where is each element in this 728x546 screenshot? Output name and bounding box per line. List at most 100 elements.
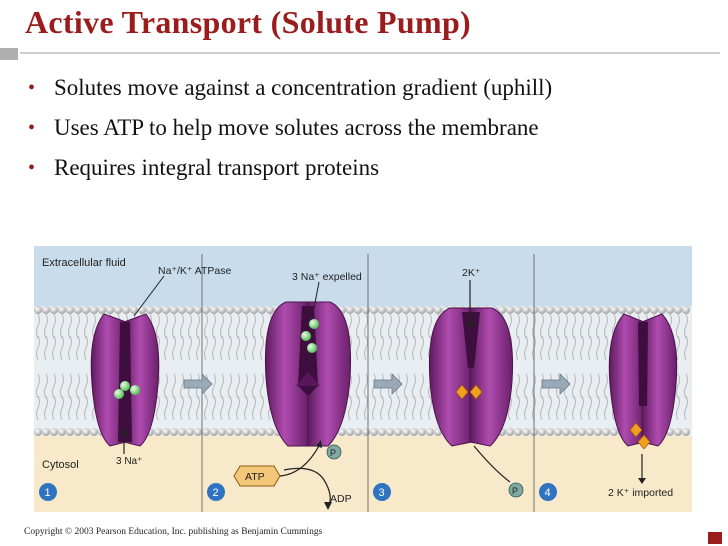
lipid-head [258,428,266,436]
lipid-head [146,306,154,314]
potassium-ion [629,422,643,438]
lipid-head [346,306,354,314]
lipid-head [346,428,354,436]
pump-step-3 [428,307,514,447]
lipid-head [554,428,562,436]
extracellular-label: Extracellular fluid [42,257,126,269]
lipid-head [674,306,682,314]
lipid-head [266,306,274,314]
lipid-head [642,306,650,314]
lipid-head [354,428,362,436]
lipid-head [626,306,634,314]
lipid-head [178,306,186,314]
step-arrow-icon [183,373,213,395]
lipid-head [570,306,578,314]
svg-text:2: 2 [213,487,219,499]
pump-label: Na⁺/K⁺ ATPase [158,265,231,277]
lipid-head [586,306,594,314]
phosphate-icon [508,482,524,498]
lipid-head [506,306,514,314]
atp-label: ATP [245,471,265,483]
lipid-head [218,428,226,436]
lipid-head [202,428,210,436]
lipid-head [234,306,242,314]
lipid-head [202,306,210,314]
lipid-head [514,306,522,314]
sodium-ion [309,319,319,329]
na-in-label: 3 Na⁺ [116,456,142,467]
na-expelled-label: 3 Na⁺ expelled [292,271,362,283]
bullet-text: Uses ATP to help move solutes across the… [54,115,539,140]
lipid-head [50,306,58,314]
lipid-head [554,306,562,314]
svg-text:4: 4 [545,487,551,499]
lipid-head [226,306,234,314]
lipid-head [610,428,618,436]
step-arrow-icon [373,373,403,395]
bullet-item: •Solutes move against a concentration gr… [26,68,552,108]
slide-title: Active Transport (Solute Pump) [25,4,472,40]
lipid-head [354,306,362,314]
lipid-head [170,306,178,314]
lipid-head [434,428,442,436]
lipid-head [42,428,50,436]
lipid-head [114,306,122,314]
lipid-head [602,428,610,436]
lipid-head [226,428,234,436]
lipid-head [378,428,386,436]
lipid-head [34,428,42,436]
lipid-heads-top [34,306,690,314]
copyright-notice: Copyright © 2003 Pearson Education, Inc.… [24,527,323,537]
lipid-head [250,428,258,436]
lipid-head [578,428,586,436]
lipid-head [170,428,178,436]
left-accent-bar [0,48,18,60]
lipid-head [538,428,546,436]
lipid-head [98,306,106,314]
title-rule [20,52,720,54]
sodium-ion [114,389,124,399]
lipid-head [410,306,418,314]
lipid-head [682,306,690,314]
lipid-head [210,306,218,314]
lipid-head [194,428,202,436]
lipid-head [122,306,130,314]
lipid-head [234,428,242,436]
lipid-head [370,306,378,314]
step-arrow-icon [541,373,571,395]
lipid-head [658,306,666,314]
lipid-head [610,306,618,314]
bullet-text: Solutes move against a concentration gra… [54,75,553,100]
potassium-ion [637,434,651,450]
lipid-head [538,306,546,314]
lipid-head [154,428,162,436]
pump-step-4 [608,313,678,450]
lipid-head [362,306,370,314]
lipid-head [362,428,370,436]
lipid-head [378,306,386,314]
bullet-text: Requires integral transport proteins [54,155,380,180]
lipid-head [242,428,250,436]
step-badge-4: 4 [539,483,557,501]
lipid-head [82,428,90,436]
lipid-head [522,306,530,314]
lipid-head [130,306,138,314]
lipid-head [418,428,426,436]
lipid-head [210,428,218,436]
lipid-head [42,306,50,314]
lipid-head [578,306,586,314]
lipid-head [426,428,434,436]
lipid-head [338,428,346,436]
step-badge-2: 2 [207,483,225,501]
sodium-ion [130,385,140,395]
lipid-head [426,306,434,314]
step-badge-3: 3 [373,483,391,501]
lipid-head [218,306,226,314]
lipid-head [186,428,194,436]
lipid-head [154,306,162,314]
lipid-head [394,428,402,436]
lipid-head [194,306,202,314]
lipid-head [90,306,98,314]
lipid-head [434,306,442,314]
